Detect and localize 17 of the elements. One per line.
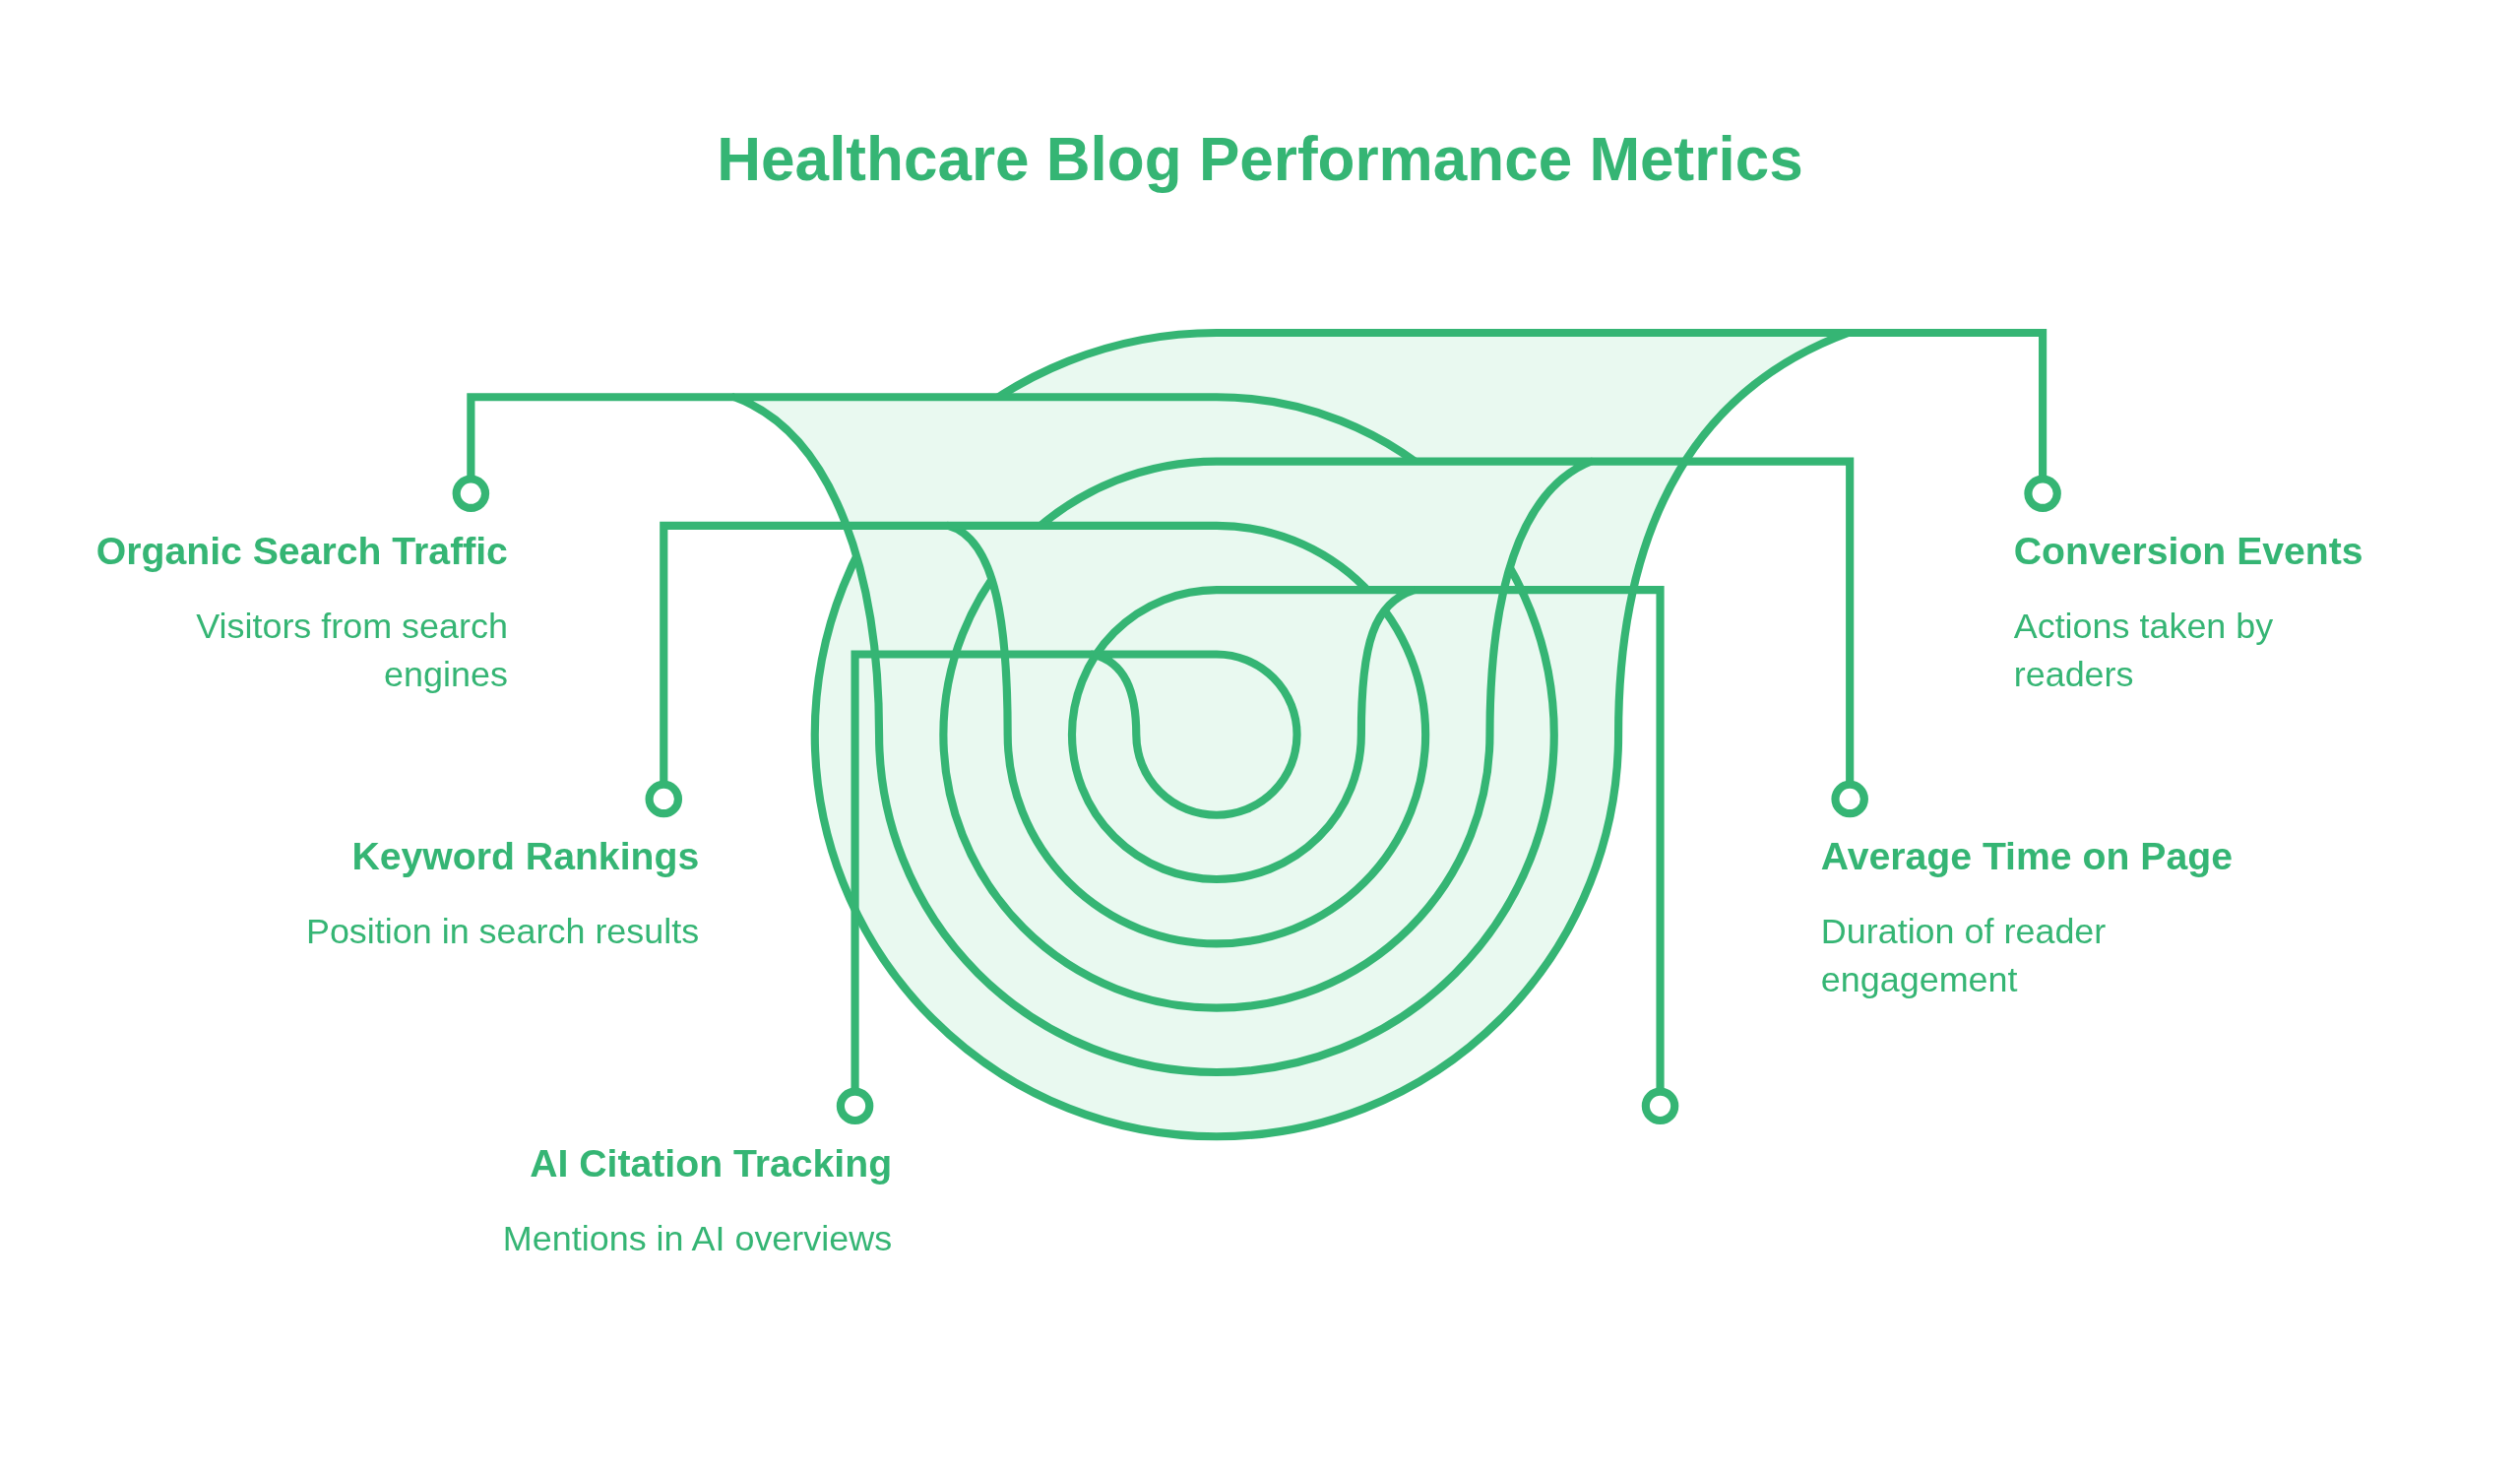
metric-heading: Keyword Rankings	[350, 834, 700, 880]
leader-line	[836, 650, 1094, 1125]
metric-heading: Organic Search Traffic	[94, 529, 508, 574]
leader-line	[1848, 328, 2061, 512]
metric-description: Position in search results	[304, 910, 700, 954]
metric-description: Duration of reader engagement	[1820, 910, 2108, 1002]
metric-description: Actions taken by readers	[2013, 605, 2275, 697]
metric-heading: AI Citation Tracking	[529, 1141, 893, 1186]
leader-line	[1591, 457, 1868, 818]
title: Healthcare Blog Performance Metrics	[716, 125, 1804, 195]
metric-description: Mentions in AI overviews	[501, 1217, 893, 1261]
metric-description: Visitors from search engines	[195, 605, 508, 697]
leader-line	[452, 393, 735, 512]
leader-line	[645, 521, 949, 818]
endpoint-dot	[1641, 1087, 1679, 1125]
metric-heading: Conversion Events	[2013, 529, 2364, 574]
metric-heading: Average Time on Page	[1820, 834, 2234, 880]
